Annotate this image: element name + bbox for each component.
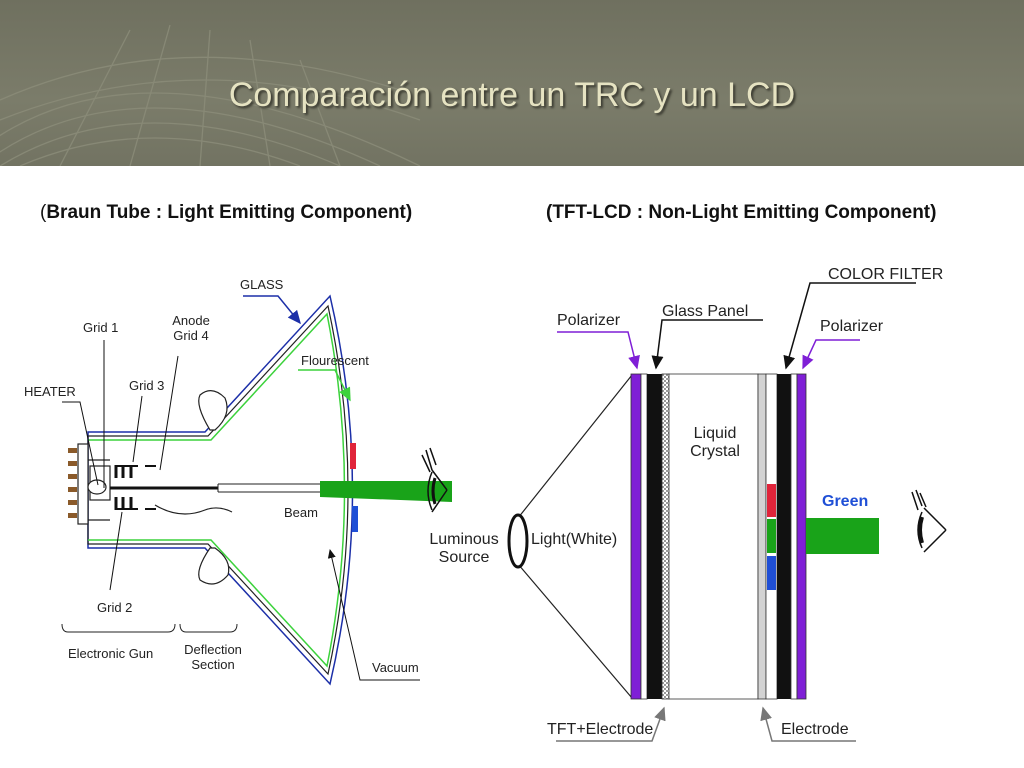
label-grid3: Grid 3 [129, 378, 165, 393]
electronic-gun-bracket [61, 623, 176, 633]
heater-pins [68, 448, 77, 518]
red-filter [767, 484, 776, 517]
green-filter [767, 519, 776, 553]
label-polarizer-left: Polarizer [557, 312, 621, 329]
blue-phosphor [352, 506, 358, 532]
slide-header: Comparación entre un TRC y un LCD [0, 0, 1024, 166]
label-green: Green [822, 493, 869, 510]
electrode-layer [757, 373, 767, 700]
label-light-white: Light(White) [531, 531, 618, 548]
label-grid1: Grid 1 [83, 320, 119, 335]
lcd-green-output [806, 518, 879, 554]
label-color-filter: COLOR FILTER [828, 266, 944, 283]
crt-glass-outline [87, 294, 354, 686]
slide-title: Comparación entre un TRC y un LCD [228, 76, 796, 114]
deflection-bracket [179, 623, 238, 633]
crt-green-output [320, 481, 452, 502]
luminous-source [507, 513, 529, 569]
label-heater: HEATER [24, 384, 76, 399]
crt-heading: (Braun Tube : Light Emitting Component) [40, 202, 413, 223]
label-electrode: Electrode [781, 721, 849, 738]
label-beam: Beam [284, 505, 318, 520]
label-flourescent: Flourescent [301, 353, 369, 368]
glass-panel-left [647, 374, 662, 699]
label-glass: GLASS [240, 277, 284, 292]
red-phosphor [350, 443, 356, 469]
deflection-coil-top [198, 390, 228, 431]
lcd-eye-icon [911, 489, 947, 553]
tft-electrode-layer [661, 373, 670, 700]
crt-tube [61, 294, 452, 686]
label-grid2: Grid 2 [97, 600, 133, 615]
label-electronic-gun: Electronic Gun [68, 646, 154, 661]
blue-filter [767, 556, 776, 590]
polarizer-left [630, 373, 642, 700]
grid-electrodes [114, 465, 156, 510]
label-glass-panel: Glass Panel [662, 303, 749, 320]
label-tft-electrode: TFT+Electrode [547, 721, 654, 738]
lcd-heading: (TFT-LCD : Non-Light Emitting Component) [546, 202, 937, 223]
lcd-panel [507, 282, 947, 742]
deflection-coil-bottom [198, 547, 230, 585]
label-polarizer-right: Polarizer [820, 318, 884, 335]
polarizer-right [796, 373, 807, 700]
label-vacuum: Vacuum [372, 660, 419, 675]
crt-eye-icon [421, 447, 448, 513]
crt-inner-outline [87, 304, 349, 676]
header-decoration [0, 24, 421, 166]
liquid-crystal-layer [668, 373, 759, 700]
glass-panel-right [777, 374, 791, 699]
